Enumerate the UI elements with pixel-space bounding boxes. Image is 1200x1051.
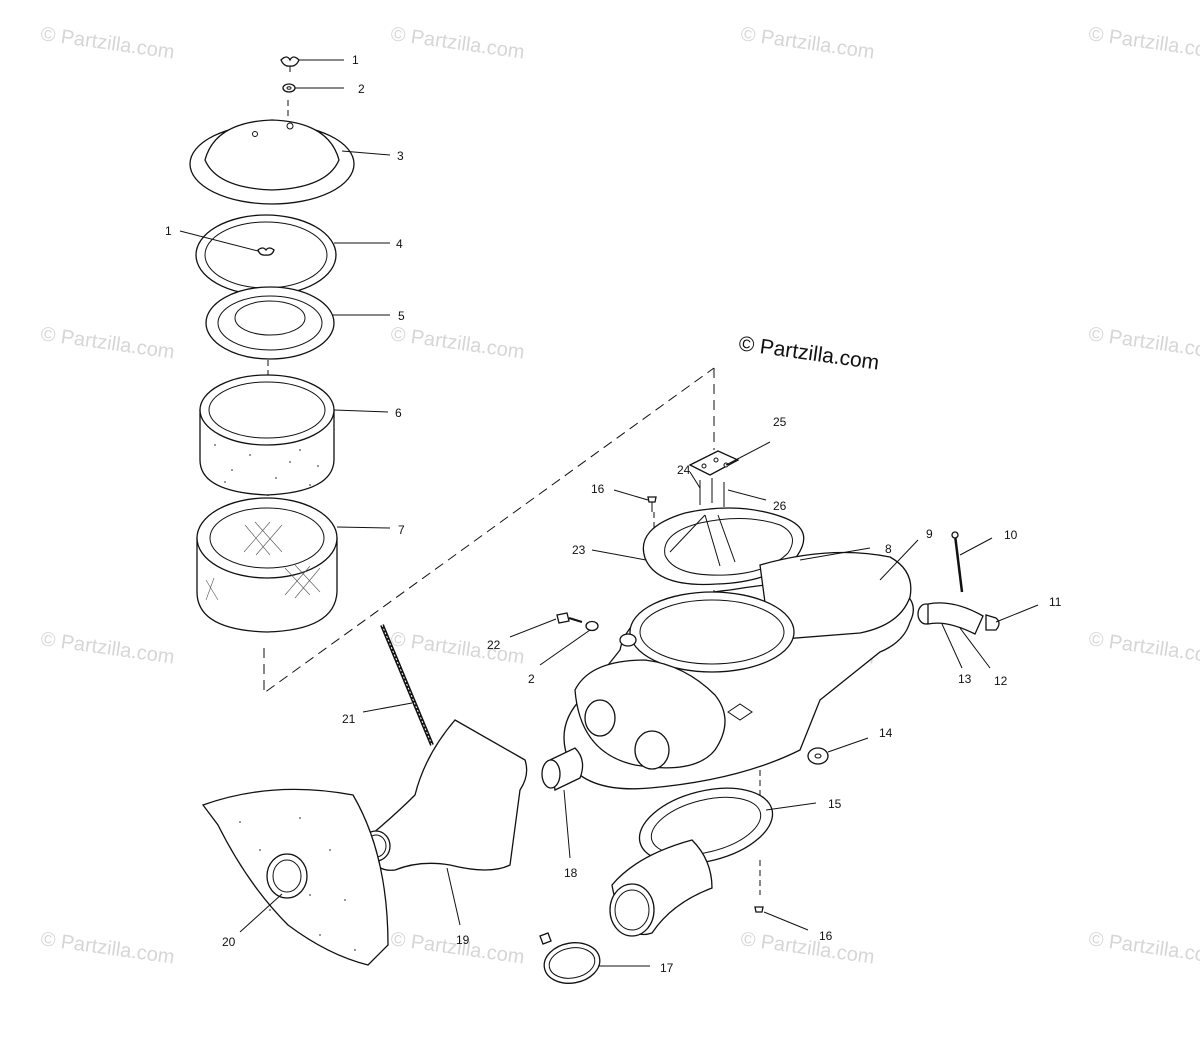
copyright-label: © Partzilla.com bbox=[737, 332, 880, 374]
callout-label: 1 bbox=[165, 224, 172, 238]
hose-clamp-part bbox=[539, 932, 601, 984]
callout-label: 22 bbox=[487, 638, 501, 652]
drain-hose-part bbox=[917, 602, 1000, 635]
washer-part bbox=[282, 83, 296, 93]
watermark: © Partzilla.com bbox=[389, 23, 526, 64]
watermark: © Partzilla.com bbox=[39, 23, 176, 64]
watermark: © Partzilla.com bbox=[739, 23, 876, 64]
intake-duct-part bbox=[361, 719, 528, 871]
callout-label: 23 bbox=[572, 543, 586, 557]
watermark: © Partzilla.com bbox=[39, 628, 176, 669]
grommet-part bbox=[807, 747, 829, 765]
callout-label: 7 bbox=[398, 523, 405, 537]
callout-label: 14 bbox=[879, 726, 893, 740]
foam-prefilter-part bbox=[199, 374, 335, 496]
callout-label: 19 bbox=[456, 933, 470, 947]
callout-label: 10 bbox=[1004, 528, 1018, 542]
screw-part bbox=[754, 906, 764, 913]
drain-pin-part bbox=[951, 531, 964, 593]
callout-label: 5 bbox=[398, 309, 405, 323]
callout-label: 6 bbox=[395, 406, 402, 420]
callout-label: 21 bbox=[342, 712, 356, 726]
air-filter-element-part bbox=[196, 497, 338, 633]
callout-label: 3 bbox=[397, 149, 404, 163]
air-box-part bbox=[563, 551, 914, 790]
lower-boot-part bbox=[609, 787, 774, 937]
callout-label: 2 bbox=[528, 672, 535, 686]
callout-label: 15 bbox=[828, 797, 842, 811]
wing-nut-part bbox=[280, 56, 300, 72]
callout-label: 16 bbox=[591, 482, 605, 496]
callout-label: 16 bbox=[819, 929, 833, 943]
callout-label: 1 bbox=[352, 53, 359, 67]
watermark: © Partzilla.com bbox=[389, 323, 526, 364]
watermark: © Partzilla.com bbox=[39, 928, 176, 969]
callout-label: 8 bbox=[885, 542, 892, 556]
watermark: © Partzilla.com bbox=[1087, 628, 1200, 669]
studs-part bbox=[699, 478, 725, 507]
watermark: © Partzilla.com bbox=[1087, 23, 1200, 64]
mounting-rod-part bbox=[380, 624, 434, 746]
callout-label: 11 bbox=[1049, 595, 1062, 609]
callout-label: 24 bbox=[677, 463, 691, 477]
callout-label: 2 bbox=[358, 82, 365, 96]
callout-label: 25 bbox=[773, 415, 787, 429]
gasket-part bbox=[205, 286, 335, 360]
callout-label: 12 bbox=[994, 674, 1008, 688]
callout-label: 9 bbox=[926, 527, 933, 541]
callout-labels: 1 2 3 1 4 5 6 7 25 24 26 16 23 8 9 10 11… bbox=[165, 53, 1062, 975]
callout-label: 17 bbox=[660, 961, 674, 975]
screw-part bbox=[647, 496, 657, 512]
foam-baffle-part bbox=[201, 788, 389, 966]
coupler-part bbox=[541, 747, 584, 791]
filter-cover-part bbox=[189, 119, 355, 205]
callout-label: 4 bbox=[396, 237, 403, 251]
callout-label: 26 bbox=[773, 499, 787, 513]
bolt-part bbox=[556, 612, 599, 632]
watermark: © Partzilla.com bbox=[389, 628, 526, 669]
filter-cap-part bbox=[195, 214, 337, 296]
watermark: © Partzilla.com bbox=[1087, 928, 1200, 969]
callout-label: 18 bbox=[564, 866, 578, 880]
watermark: © Partzilla.com bbox=[39, 323, 176, 364]
callout-label: 13 bbox=[958, 672, 972, 686]
leader-lines bbox=[179, 59, 1039, 967]
watermark: © Partzilla.com bbox=[739, 928, 876, 969]
callout-label: 20 bbox=[222, 935, 236, 949]
watermark: © Partzilla.com bbox=[1087, 323, 1200, 364]
